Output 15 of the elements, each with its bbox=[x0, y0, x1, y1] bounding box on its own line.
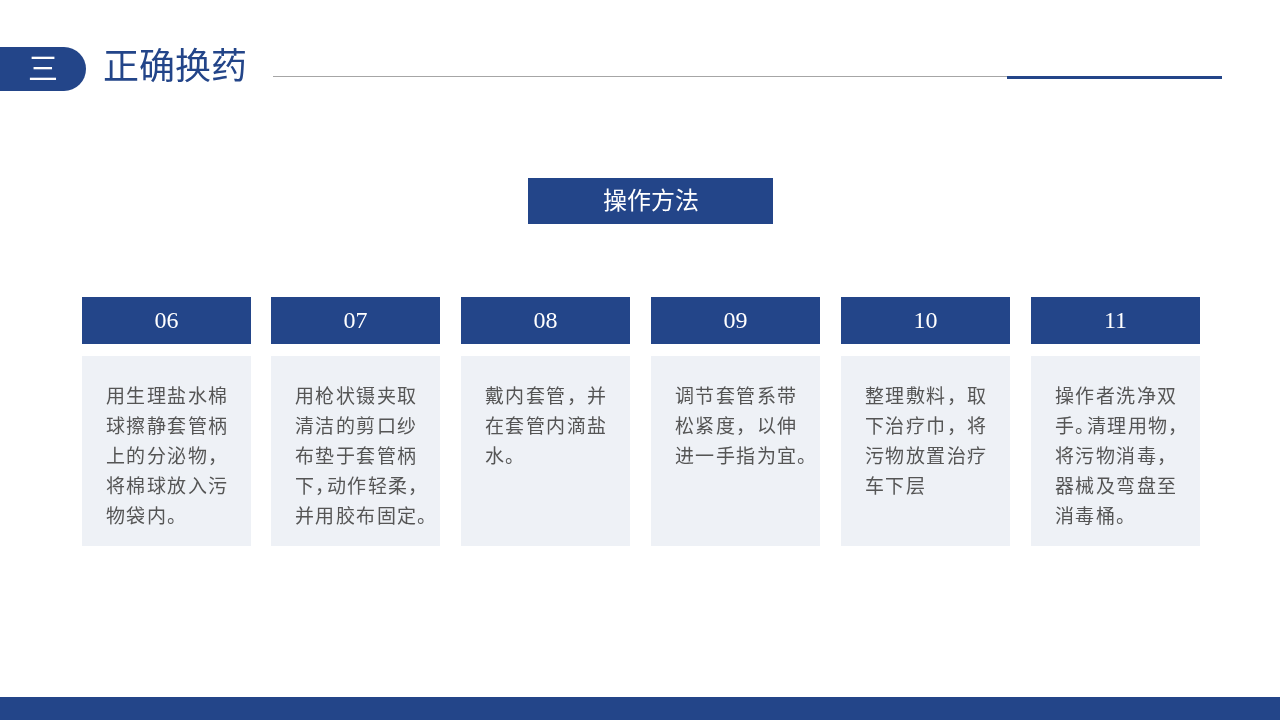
section-number-badge: 三 bbox=[0, 47, 86, 91]
step-text-box: 调节套管系带松紧度，以伸进一手指为宜。 bbox=[651, 356, 820, 546]
step-number-box: 10 bbox=[841, 297, 1010, 344]
heading-box: 操作方法 bbox=[528, 178, 773, 224]
step-text-box: 操作者洗净双手。清理用物，将污物消毒，器械及弯盘至消毒桶。 bbox=[1031, 356, 1200, 546]
slide-title: 正确换药 bbox=[103, 46, 247, 89]
step-number-box: 09 bbox=[651, 297, 820, 344]
step-number-box: 11 bbox=[1031, 297, 1200, 344]
step-number-box: 07 bbox=[271, 297, 440, 344]
step-number-box: 06 bbox=[82, 297, 251, 344]
step-text-box: 用枪状镊夹取清洁的剪口纱布垫于套管柄下，动作轻柔，并用胶布固定。 bbox=[271, 356, 440, 546]
step-number-box: 08 bbox=[461, 297, 630, 344]
step-text-box: 戴内套管，并在套管内滴盐水。 bbox=[461, 356, 630, 546]
step-text-box: 用生理盐水棉球擦静套管柄上的分泌物，将棉球放入污物袋内。 bbox=[82, 356, 251, 546]
step-text-box: 整理敷料，取下治疗巾，将污物放置治疗车下层 bbox=[841, 356, 1010, 546]
